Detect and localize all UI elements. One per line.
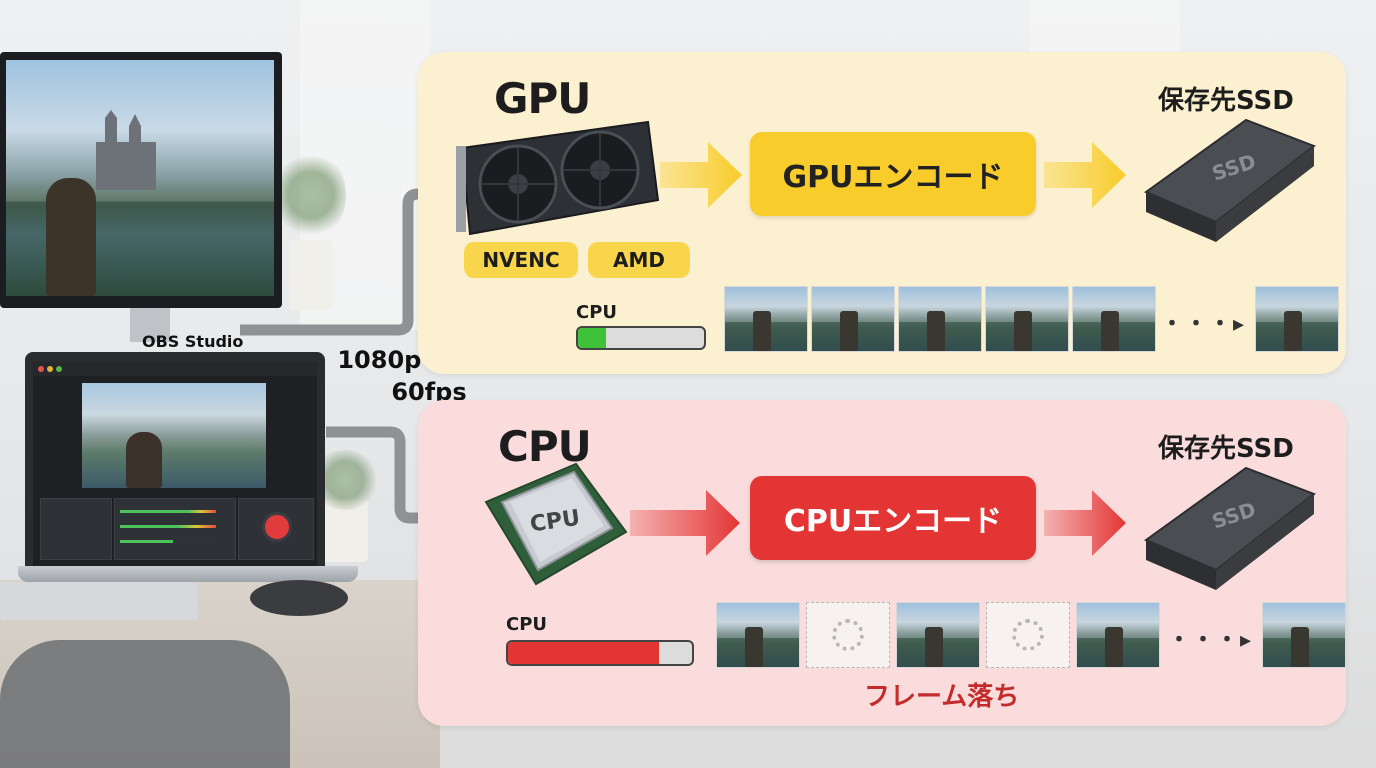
video-frame bbox=[1255, 286, 1339, 352]
keyboard bbox=[0, 582, 198, 620]
video-frame bbox=[985, 286, 1069, 352]
cpu-encode-box: CPUエンコード bbox=[750, 476, 1036, 560]
frame-character bbox=[753, 311, 771, 351]
arrow-right-icon bbox=[660, 142, 742, 208]
frame-character bbox=[925, 627, 943, 667]
video-frame bbox=[811, 286, 895, 352]
monitor-stand bbox=[130, 308, 170, 342]
arrow-right-icon bbox=[1044, 490, 1126, 556]
cpu-cpu-meter-label: CPU bbox=[506, 614, 548, 635]
audio-meter bbox=[120, 510, 216, 513]
loading-spinner-icon bbox=[832, 619, 864, 651]
video-frame bbox=[898, 286, 982, 352]
game-character bbox=[46, 178, 96, 296]
plant-leaves bbox=[276, 150, 346, 240]
record-button[interactable] bbox=[262, 512, 292, 542]
connector-to-cpu bbox=[326, 426, 426, 524]
arrow-right-icon bbox=[630, 490, 740, 556]
chair bbox=[0, 640, 290, 768]
audio-meter bbox=[120, 540, 216, 543]
video-frame bbox=[724, 286, 808, 352]
gpu-encode-box: GPUエンコード bbox=[750, 132, 1036, 216]
frame-drop-label: フレーム落ち bbox=[864, 682, 1020, 712]
gpu-destination-label: 保存先SSD bbox=[1158, 86, 1294, 116]
gpu-cpu-meter-fill bbox=[578, 328, 606, 348]
obs-titlebar bbox=[33, 362, 317, 376]
obs-audio-mixer[interactable] bbox=[114, 498, 236, 560]
arrow-right-icon bbox=[1044, 142, 1126, 208]
video-frame bbox=[1262, 602, 1346, 668]
video-frame bbox=[716, 602, 800, 668]
gpu-frame-strip: ・・・▸ bbox=[724, 286, 1339, 352]
gpu-cpu-meter bbox=[576, 326, 706, 350]
more-frames-ellipsis: ・・・▸ bbox=[1168, 628, 1254, 653]
cpu-frame-strip: ・・・▸ bbox=[716, 602, 1346, 668]
cpu-title: CPU bbox=[498, 422, 592, 471]
vendor-badge-nvenc: NVENC bbox=[464, 242, 578, 278]
obs-preview bbox=[82, 383, 266, 488]
audio-meter bbox=[120, 525, 216, 528]
frame-character bbox=[840, 311, 858, 351]
plant-pot bbox=[322, 500, 368, 562]
video-frame bbox=[896, 602, 980, 668]
cpu-chip-icon: CPU bbox=[484, 462, 628, 586]
frame-character bbox=[1101, 311, 1119, 351]
video-frame bbox=[1076, 602, 1160, 668]
frame-character bbox=[1284, 311, 1302, 351]
obs-studio-label: OBS Studio bbox=[142, 332, 244, 351]
frame-character bbox=[1105, 627, 1123, 667]
window-control-icon[interactable] bbox=[47, 366, 53, 372]
gpu-title: GPU bbox=[494, 74, 591, 123]
vendor-badge-amd: AMD bbox=[588, 242, 690, 278]
gpu-cpu-meter-label: CPU bbox=[576, 302, 618, 323]
frame-character bbox=[1014, 311, 1032, 351]
ssd-icon: SSD bbox=[1143, 466, 1317, 590]
ssd-icon: SSD bbox=[1143, 118, 1317, 242]
video-frame bbox=[1072, 286, 1156, 352]
graphics-card-icon bbox=[456, 120, 660, 236]
cpu-destination-label: 保存先SSD bbox=[1158, 434, 1294, 464]
plant-pot bbox=[290, 240, 332, 310]
laptop-base bbox=[18, 566, 358, 582]
preview-character bbox=[126, 432, 162, 488]
cpu-cpu-meter bbox=[506, 640, 694, 666]
frame-character bbox=[927, 311, 945, 351]
loading-spinner-icon bbox=[1012, 619, 1044, 651]
frame-character bbox=[745, 627, 763, 667]
window-control-icon[interactable] bbox=[56, 366, 62, 372]
connector-to-gpu bbox=[240, 188, 428, 336]
more-frames-ellipsis: ・・・▸ bbox=[1161, 312, 1247, 337]
window-control-icon[interactable] bbox=[38, 366, 44, 372]
dropped-frame bbox=[986, 602, 1070, 668]
dropped-frame bbox=[806, 602, 890, 668]
cpu-cpu-meter-fill bbox=[508, 642, 659, 664]
frame-character bbox=[1291, 627, 1309, 667]
obs-scenes-panel[interactable] bbox=[40, 498, 112, 560]
background-window bbox=[1030, 0, 1180, 60]
mouse bbox=[250, 580, 348, 616]
